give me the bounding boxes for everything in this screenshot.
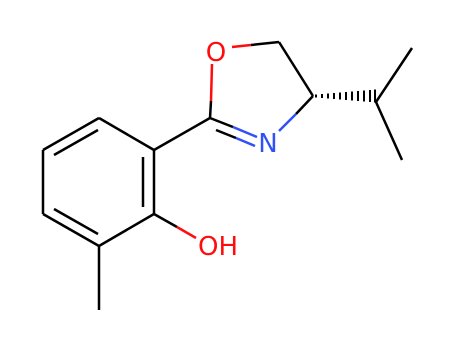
bond-c5-c4	[277, 41, 315, 97]
bond-n3-c2-outer-carbon-half	[209, 116, 234, 129]
bond-ring-c3-c4	[42, 212, 100, 248]
bond-c-oh-carbon-half	[153, 212, 178, 229]
bond-ring-c4-c5	[98, 212, 155, 248]
bond-isopropyl-methyl-a	[374, 47, 414, 103]
bond-n3-c2-outer-nitrogen-half	[232, 125, 258, 139]
bond-c2-o1-oxygen-half	[209, 63, 214, 102]
bond-ring-c6-c1	[98, 116, 155, 152]
bond-ring-c3-c4-inner	[53, 207, 99, 236]
bond-o1-c5-oxygen-half	[231, 43, 252, 49]
atom-label-hydroxyl: OH	[198, 232, 238, 262]
atom-label-nitrogen-ring: N	[258, 129, 277, 159]
atom-label-oxygen-ring: O	[206, 38, 226, 68]
bond-n3-c2-inner-nitrogen-half	[235, 136, 256, 148]
bond-c4-n3-carbon-half	[295, 95, 314, 115]
bond-o1-c5-carbon-half	[250, 40, 280, 47]
bond-layer	[41, 40, 414, 310]
stereo-hashed-wedge	[315, 89, 376, 103]
bond-ring-c1-c2	[42, 116, 100, 152]
bond-n3-c2-inner-carbon-half	[215, 128, 237, 140]
bond-c2-o1-carbon-half	[208, 100, 213, 119]
bond-aryl-c2	[153, 116, 211, 152]
bond-c4-n3-nitrogen-half	[278, 113, 297, 132]
bond-isopropyl-methyl-b	[374, 101, 404, 161]
bond-c-oh-oxygen-half	[176, 225, 197, 240]
bond-ring-c1-c2-inner	[53, 128, 99, 157]
